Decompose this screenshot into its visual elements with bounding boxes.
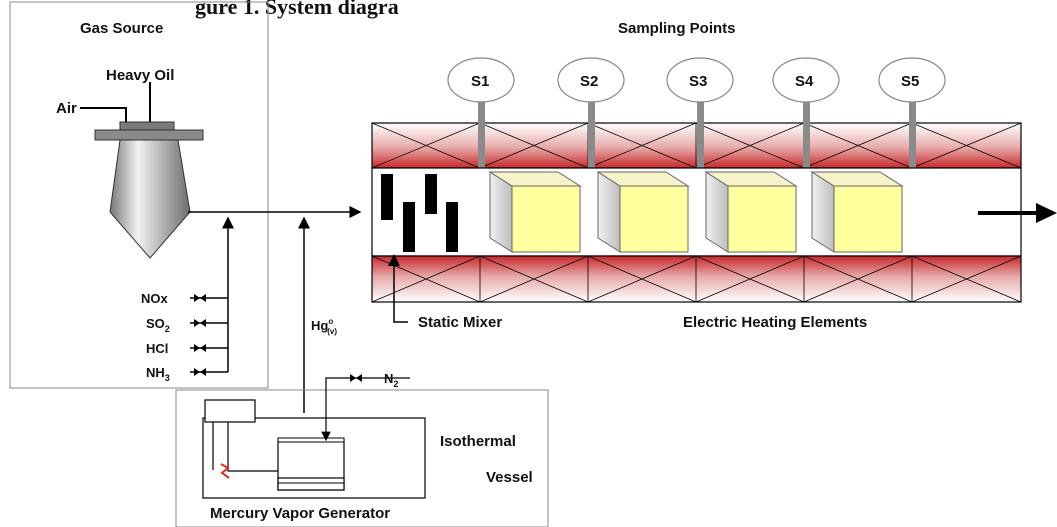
nitrogen-label: N2 [384,371,398,389]
gas-nox-label: NOx [141,291,169,306]
gas-source-box [9,1,269,389]
isothermal-label-1: Isothermal [440,433,516,450]
probe-overlay-s4 [803,120,810,180]
carrier-gas-cylinder [204,399,256,423]
isothermal-vessel [202,417,426,499]
static-mixer-pointer [388,254,400,266]
mercury-generator-box [175,389,549,527]
catalyst-block-3 [704,171,798,253]
probe-overlay-s3 [697,120,704,180]
catalyst-block-1 [488,171,582,253]
gas-so2-label: SO2 [146,316,170,334]
heating-element-bottom [371,255,1022,303]
probe-overlay-s2 [588,120,595,180]
isothermal-label-2: Vessel [486,469,533,486]
additive-gas-lines [190,297,228,373]
reservoir-lid [277,437,345,443]
mercury-generator-label: Mercury Vapor Generator [210,505,390,522]
burner-flange [94,129,204,141]
valve-so2 [194,319,206,327]
electric-heating-label: Electric Heating Elements [683,314,867,331]
gas-nh3-label: NH3 [146,365,170,383]
nitrogen-feed-line [321,377,410,442]
gas-source-label: Gas Source [80,20,163,37]
catalyst-block-2 [596,171,690,253]
valve-nh3 [194,368,206,376]
mercury-vapor-label: Hgo(v) [311,317,337,336]
valve-nox [194,294,206,302]
air-inlet [80,107,127,122]
outlet-arrow [978,203,1057,223]
burner-cap [119,121,175,131]
probe-overlay-s1 [478,120,485,180]
air-label: Air [56,100,77,117]
pipe-to-reservoir [227,422,292,472]
heavy-oil-label: Heavy Oil [106,67,174,84]
probe-overlay-s5 [909,120,916,180]
heater-icon [220,463,230,479]
svg-text:S4: S4 [795,73,814,90]
svg-text:S2: S2 [580,73,598,90]
reactor-chamber [371,167,1022,257]
svg-text:S5: S5 [901,73,919,90]
sampling-points-label: Sampling Points [618,20,736,37]
mercury-layer [277,477,345,491]
valve-hcl [194,344,206,352]
heating-element-top [371,122,1022,169]
valve-n2 [350,374,362,382]
static-mixer-leader [393,258,408,323]
static-mixer-label: Static Mixer [418,314,502,331]
gas-hcl-label: HCl [146,341,168,356]
figure-title: gure 1. System diagra [195,0,399,19]
burner-cone [109,139,191,259]
catalyst-block-4 [810,171,904,253]
svg-text:S3: S3 [689,73,707,90]
static-mixer [381,174,458,252]
svg-text:S1: S1 [471,73,489,90]
